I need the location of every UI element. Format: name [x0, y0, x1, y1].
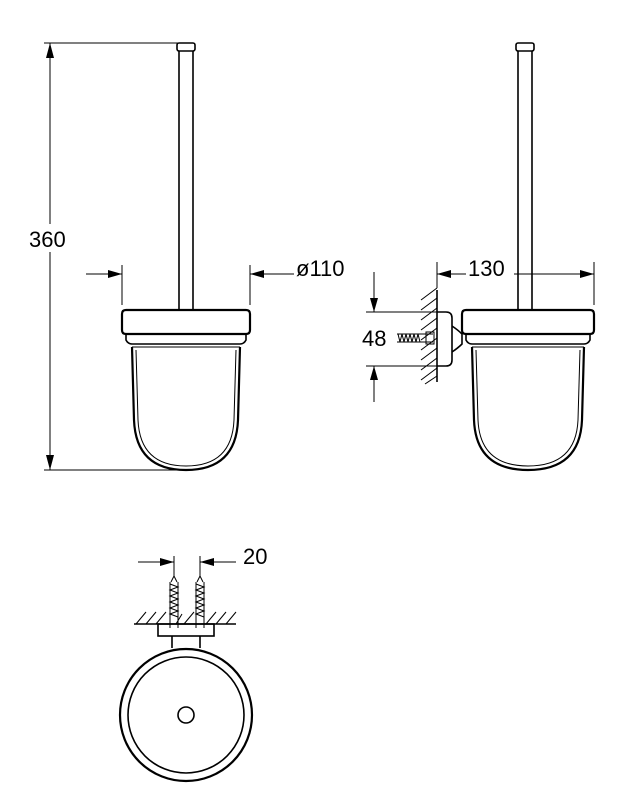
- top-screw-left: [168, 574, 180, 628]
- projection-dimension: 130: [436, 256, 595, 305]
- top-screw-right: [194, 574, 206, 628]
- side-wall-hatch: [420, 287, 438, 385]
- side-bowl-rim: [465, 333, 591, 345]
- height-dimension: 360: [26, 42, 186, 471]
- side-handle-cap: [515, 42, 535, 52]
- front-bowl-inner: [135, 349, 237, 467]
- top-view: [118, 574, 254, 783]
- diameter-dimension: ø110: [86, 256, 345, 305]
- front-bowl-rim: [125, 333, 247, 345]
- side-bracket: [437, 311, 453, 367]
- front-view: [120, 42, 252, 472]
- screw-spacing-label: 20: [243, 544, 267, 569]
- mount-height-dimension: 48: [362, 272, 437, 402]
- mount-height-label: 48: [362, 326, 386, 351]
- top-wall-hatch: [135, 611, 237, 625]
- top-bracket: [157, 623, 215, 637]
- side-view: [397, 42, 596, 472]
- side-lid: [460, 308, 596, 336]
- top-handle: [177, 706, 195, 724]
- side-screw: [397, 331, 435, 345]
- screw-spacing-dimension: 20: [138, 544, 267, 576]
- front-handle-cap: [176, 42, 196, 52]
- height-label: 360: [29, 227, 66, 252]
- front-lid: [120, 308, 252, 336]
- diameter-label: ø110: [296, 256, 345, 281]
- top-bowl-inner: [127, 656, 245, 774]
- side-bowl: [470, 346, 586, 472]
- projection-label: 130: [468, 256, 505, 281]
- top-bowl-outer: [118, 647, 254, 783]
